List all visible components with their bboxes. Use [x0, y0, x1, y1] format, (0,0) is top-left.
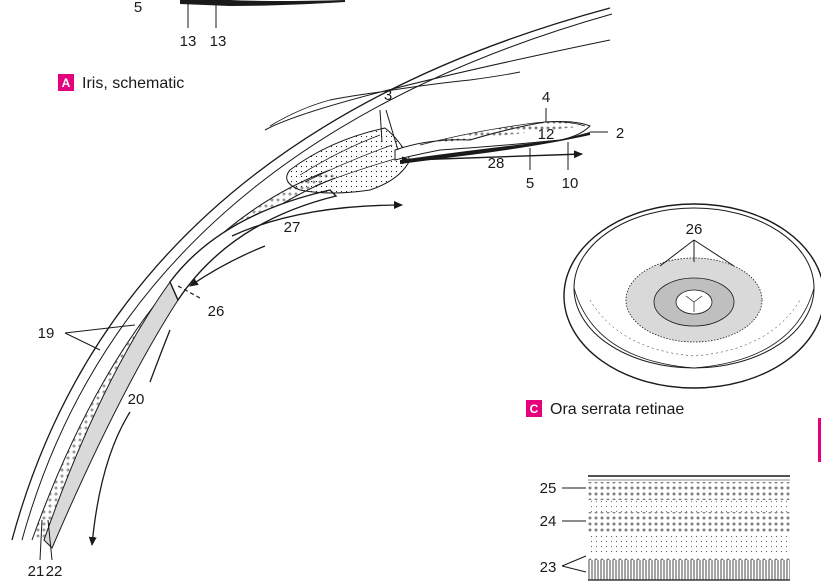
label-25: 25: [540, 480, 557, 497]
top-partial-iris-fragment: [180, 0, 345, 28]
label-22: 22: [46, 563, 63, 580]
layers-leader-lines: [562, 488, 586, 572]
label-2: 2: [616, 125, 624, 142]
caption-c-letter: C: [530, 402, 539, 416]
ciliary-body: [287, 128, 410, 193]
label-top-5: 5: [134, 0, 142, 16]
label-24: 24: [540, 513, 557, 530]
label-top-13a: 13: [180, 33, 197, 50]
pars-plana: [170, 190, 336, 300]
caption-a: A Iris, schematic: [58, 74, 184, 92]
label-20: 20: [128, 391, 145, 408]
label-10: 10: [562, 175, 579, 192]
caption-c: C Ora serrata retinae: [526, 400, 684, 418]
label-28: 28: [488, 155, 505, 172]
label-21: 21: [28, 563, 45, 580]
caption-c-text: Ora serrata retinae: [550, 401, 684, 418]
label-5: 5: [526, 175, 534, 192]
caption-a-text: Iris, schematic: [82, 75, 184, 92]
label-23: 23: [540, 559, 557, 576]
label-12: 12: [538, 126, 555, 143]
label-4: 4: [542, 89, 550, 106]
label-19: 19: [38, 325, 55, 342]
label-27: 27: [284, 219, 301, 236]
label-26: 26: [208, 303, 225, 320]
retina-layers-block: [588, 476, 790, 581]
retina-optic-part: [44, 282, 178, 548]
label-c-26: 26: [686, 221, 703, 238]
caption-a-letter: A: [62, 76, 71, 90]
label-top-13b: 13: [210, 33, 227, 50]
label-3: 3: [384, 87, 392, 104]
